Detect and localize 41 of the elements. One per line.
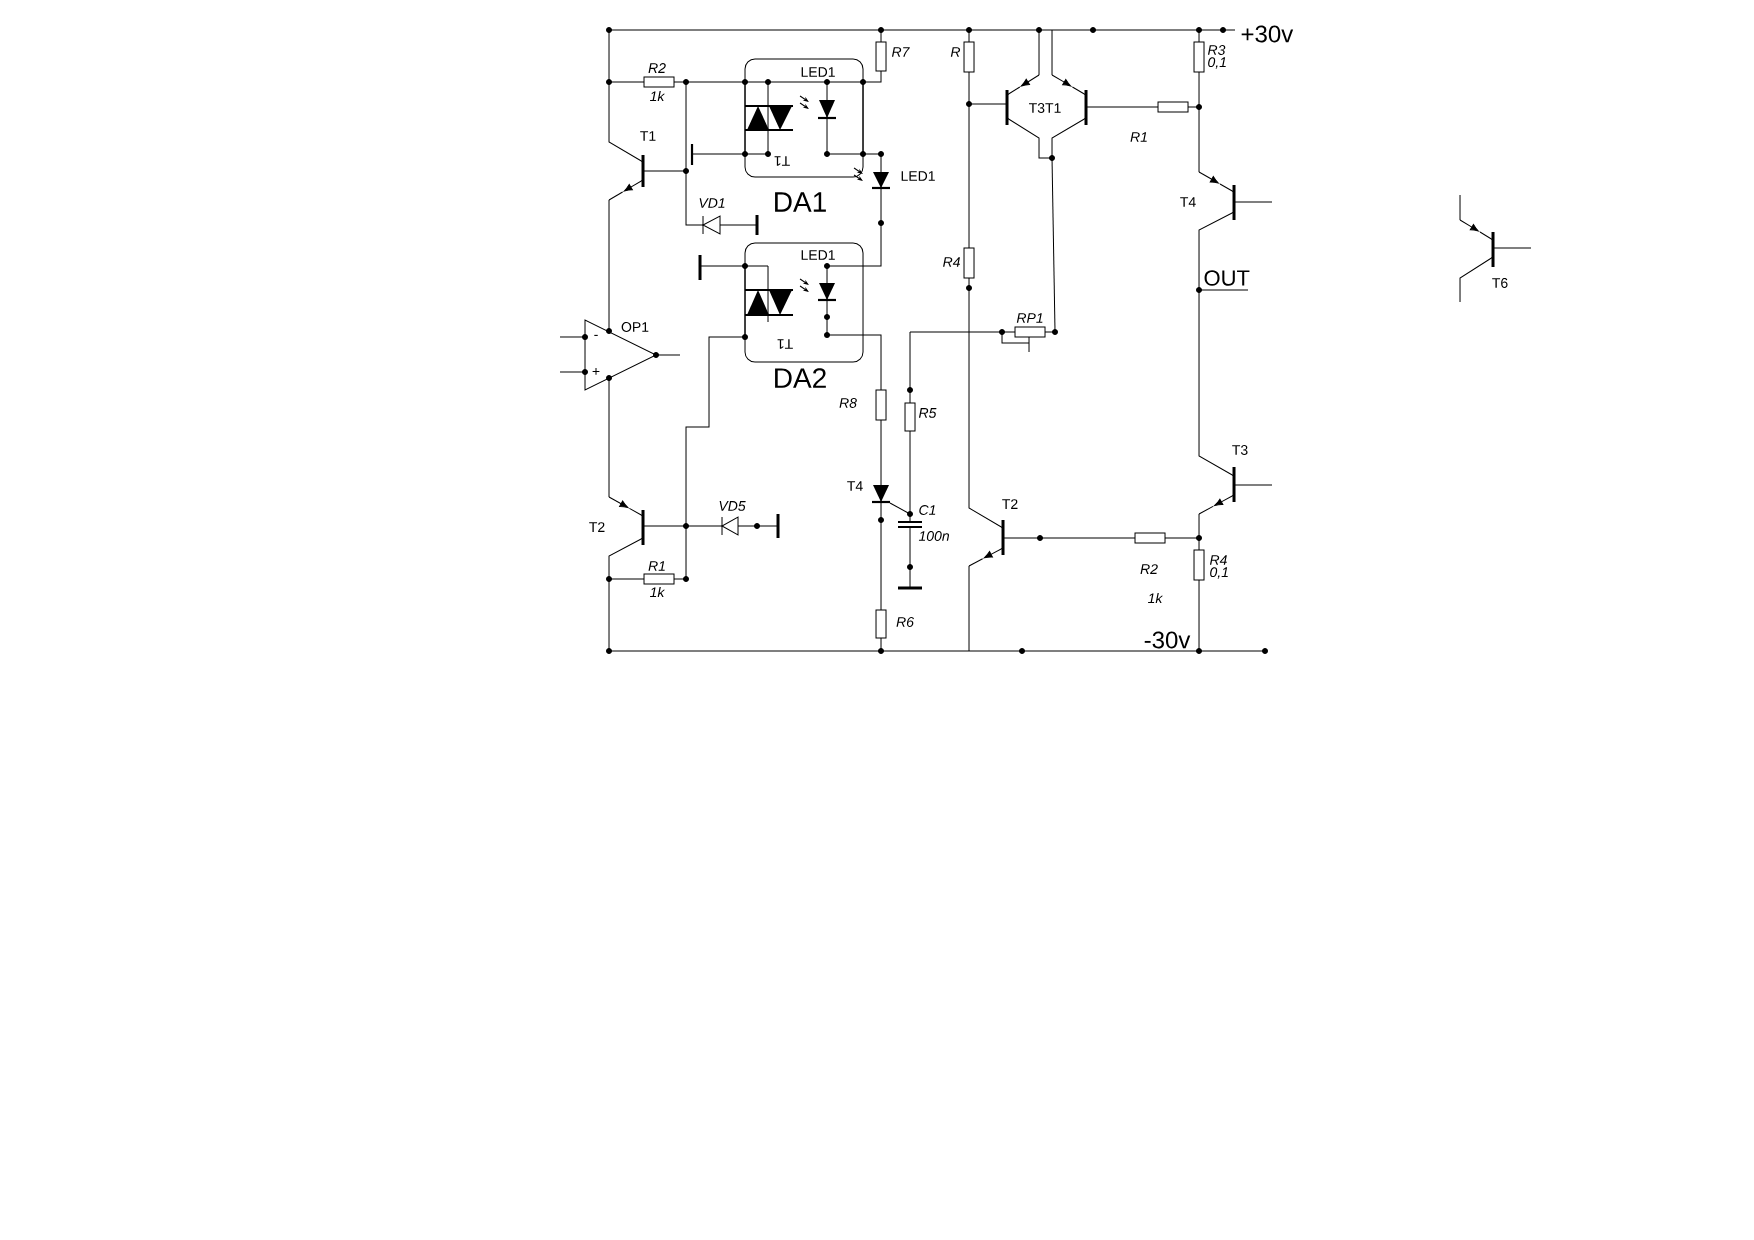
component-label: T2 bbox=[1002, 499, 1018, 509]
component-label: 1k bbox=[1148, 592, 1163, 604]
component-label: R1 bbox=[1130, 132, 1147, 142]
component-label: 0,1 bbox=[1210, 567, 1228, 579]
node-label: DA2 bbox=[775, 368, 826, 388]
component-label: R3 bbox=[1207, 45, 1226, 55]
output-label: OUT bbox=[1204, 270, 1250, 286]
component-label: T1 bbox=[640, 131, 656, 141]
supply-label: +30v bbox=[1241, 25, 1294, 43]
component-label: RP1 bbox=[1016, 313, 1043, 323]
component-label: R1 bbox=[648, 561, 665, 571]
component-label: - bbox=[594, 334, 598, 336]
component-label: R4 bbox=[1209, 555, 1227, 565]
component-label: R bbox=[950, 47, 961, 57]
component-label: 1k bbox=[650, 90, 665, 102]
component-label: T6 bbox=[1492, 278, 1508, 288]
component-label: 1k bbox=[650, 586, 665, 598]
component-label: OP1 bbox=[621, 322, 649, 332]
component-label: C1 bbox=[919, 505, 936, 515]
component-label: R2 bbox=[1140, 564, 1158, 574]
component-label: R6 bbox=[896, 617, 914, 627]
component-label: T3T1 bbox=[1029, 103, 1061, 113]
optocoupler-box: LED1 T1 DA1 bbox=[744, 58, 864, 212]
optocoupler-box: LED1 T1 DA2 bbox=[744, 242, 864, 388]
component-label: T4 bbox=[1180, 197, 1196, 207]
component-label: T4 bbox=[847, 481, 863, 491]
component-label: 0,1 bbox=[1208, 57, 1226, 69]
component-label: R5 bbox=[918, 408, 937, 418]
component-label: T3 bbox=[1232, 445, 1248, 455]
component-label: VD5 bbox=[719, 501, 746, 511]
component-label: VD1 bbox=[699, 198, 725, 208]
component-label: R7 bbox=[891, 47, 910, 57]
component-label: R8 bbox=[839, 398, 857, 408]
supply-label: -30v bbox=[1144, 631, 1191, 649]
component-label: LED1 bbox=[901, 171, 935, 181]
component-label: R2 bbox=[648, 63, 666, 73]
component-label: T2 bbox=[589, 522, 605, 532]
component-label: + bbox=[592, 367, 600, 375]
component-label: 100n bbox=[918, 531, 949, 541]
node-label: DA1 bbox=[775, 192, 826, 212]
component-label: R4 bbox=[943, 257, 960, 267]
